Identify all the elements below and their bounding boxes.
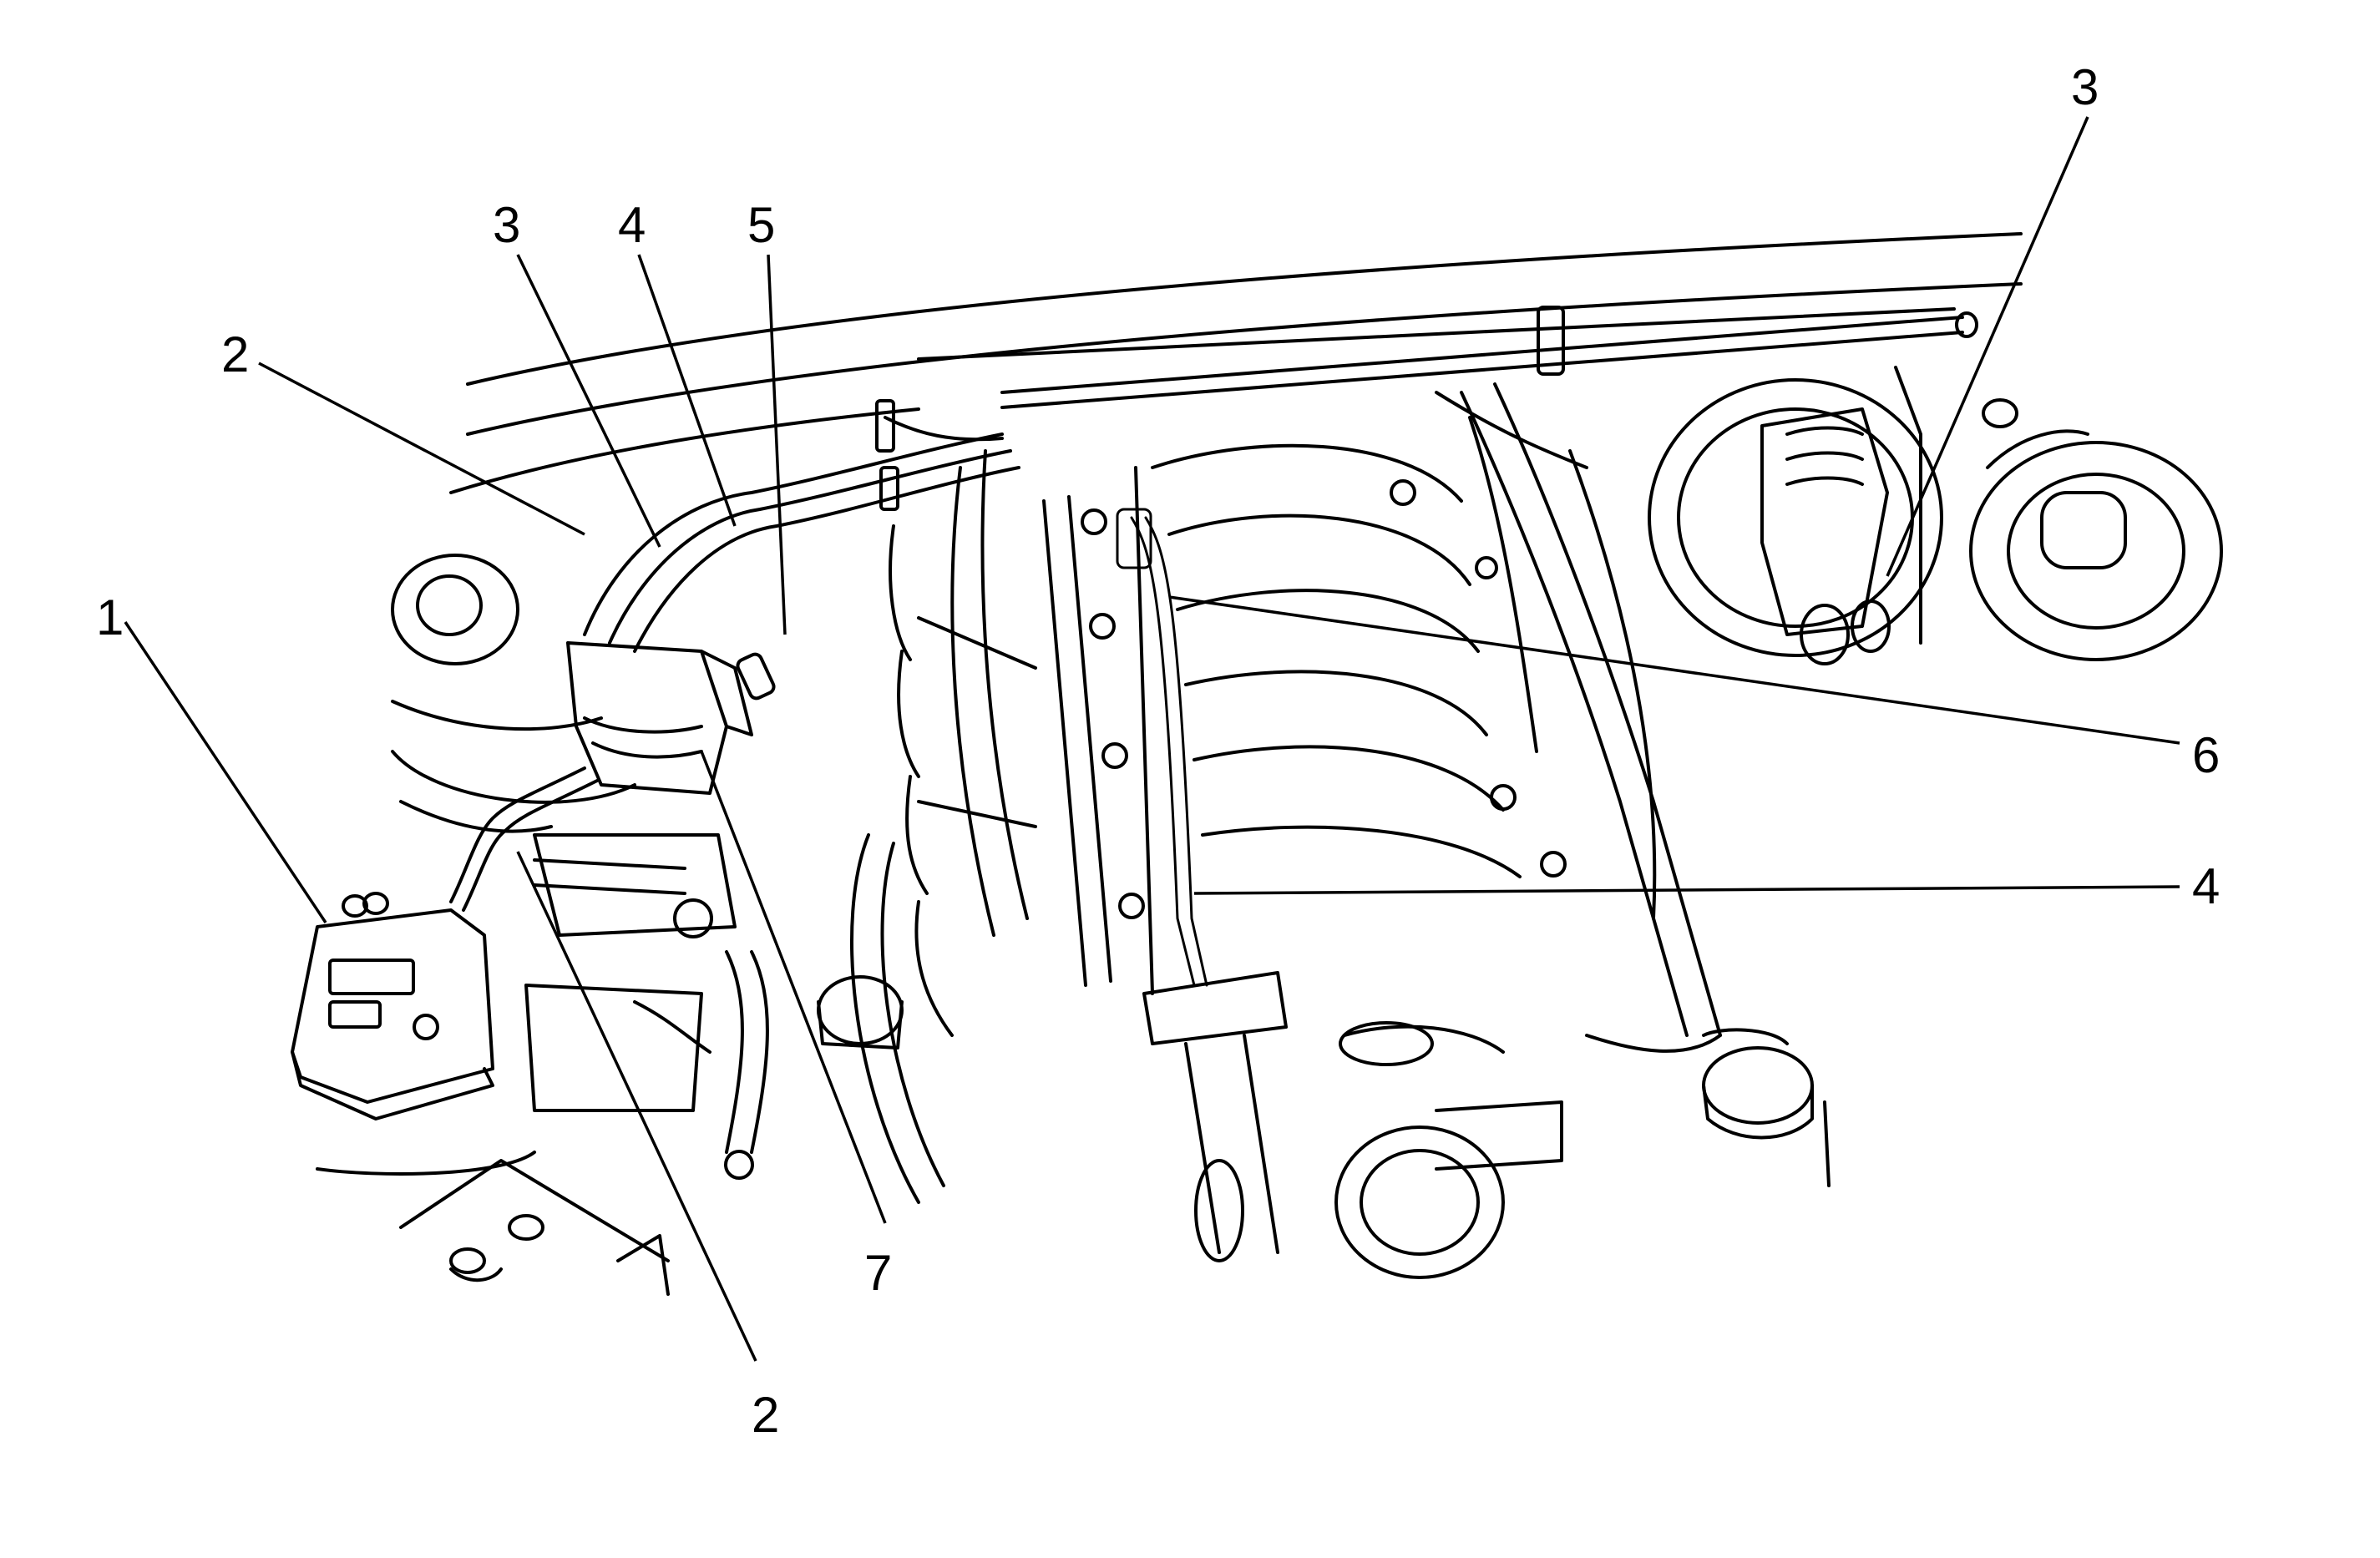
valve-cover-left [889, 449, 1037, 1037]
callout-4a: 4 [618, 197, 646, 253]
battery-tray [524, 833, 769, 1180]
callout-3b: 3 [2071, 59, 2099, 115]
callout-leaders [124, 116, 2180, 1362]
leader-1 [124, 621, 327, 923]
callout-2a: 2 [221, 326, 249, 382]
leader-2a [258, 362, 585, 536]
ecm-module [291, 766, 599, 1120]
leader-7 [700, 751, 887, 1224]
leader-3a [516, 254, 661, 548]
wiring-harness [583, 399, 1020, 653]
throttle-cable [1116, 508, 1208, 987]
air-intake-duct [817, 833, 945, 1204]
callout-5: 5 [747, 197, 775, 253]
leader-5 [767, 254, 787, 635]
brake-booster [1648, 366, 1943, 665]
leader-4b [1193, 885, 2180, 895]
leader-3b [1886, 116, 2089, 577]
intake-manifold [1134, 391, 1657, 995]
hood-edge [449, 232, 2023, 494]
callout-6: 6 [2192, 727, 2220, 783]
left-fender [316, 1151, 670, 1296]
coolant-cap [1702, 1028, 1831, 1187]
callout-4b: 4 [2192, 858, 2220, 914]
leader-2b [516, 851, 757, 1362]
leader-6 [1168, 595, 2180, 745]
throttle-body [1142, 971, 1563, 1279]
fuel-rail [1042, 479, 1567, 987]
right-strut-tower [1969, 398, 2223, 661]
engine-line-art [291, 232, 2223, 1296]
valve-cover-right [1460, 382, 1722, 1053]
callout-labels: 1 2 2 3 3 4 4 5 6 7 [96, 59, 2220, 1443]
ignition-coil-block [566, 641, 776, 795]
callout-3a: 3 [493, 197, 520, 253]
leader-4a [637, 254, 737, 527]
callout-7: 7 [864, 1245, 892, 1301]
callout-2b: 2 [752, 1387, 779, 1443]
upper-rod [1000, 306, 1978, 409]
callout-1: 1 [96, 589, 124, 645]
left-strut-tower [391, 554, 636, 833]
